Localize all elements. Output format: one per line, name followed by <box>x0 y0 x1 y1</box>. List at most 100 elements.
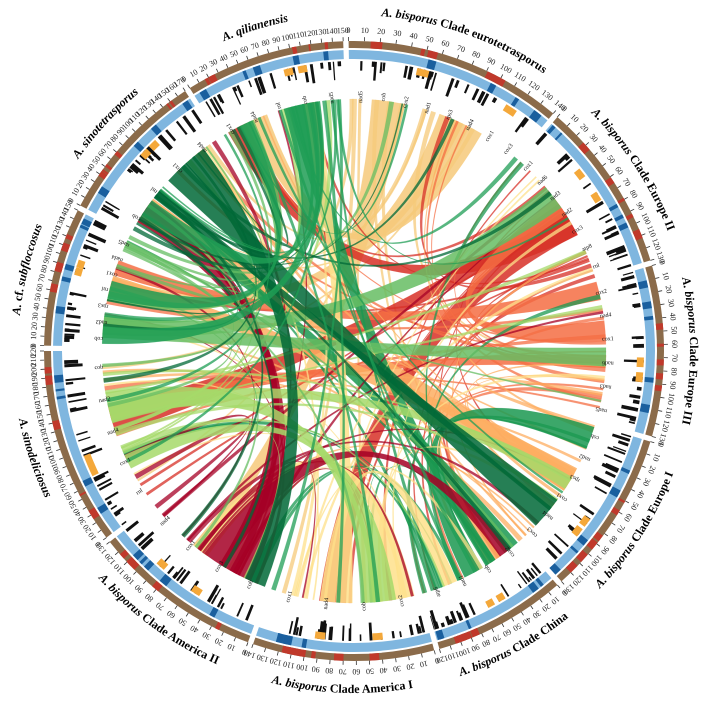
tick-label: 200 <box>29 364 39 377</box>
feature-band-segment <box>283 634 294 646</box>
gene-label: nad2 <box>98 396 111 404</box>
synteny-ribbon <box>271 99 343 591</box>
tick-label: 70 <box>154 600 166 612</box>
gene-bar <box>553 533 569 548</box>
tick-label: 100 <box>457 646 471 659</box>
tick-label: 120 <box>435 653 449 665</box>
gene-bar <box>245 604 254 621</box>
tick-label: 130 <box>656 432 668 446</box>
tick-mark <box>267 49 269 54</box>
tick-label: 50 <box>177 616 189 628</box>
tick-mark <box>69 216 74 220</box>
gene-bar <box>165 129 177 142</box>
tick-label: 90 <box>599 545 611 557</box>
gene-label: nad4 <box>600 312 612 320</box>
tick-mark <box>561 581 565 585</box>
tick-label: 90 <box>486 55 497 67</box>
gene-bar <box>292 67 298 81</box>
gene-label: nad2 <box>95 318 107 325</box>
feature-band <box>116 530 255 634</box>
outer-band-segment <box>617 497 626 504</box>
tick-mark <box>65 474 70 477</box>
tick-mark <box>660 303 665 305</box>
gene-bar-orange <box>590 191 602 204</box>
tick-label: 40 <box>597 143 609 155</box>
tick-label: 220 <box>29 345 38 357</box>
gene-label: cob <box>246 580 255 590</box>
tick-label: 100 <box>666 392 677 405</box>
gene-bar <box>430 72 437 91</box>
tick-mark <box>641 465 646 468</box>
outer-band-segment <box>127 558 140 570</box>
gene-bar-orange <box>314 631 326 640</box>
genome-europe3: 0102030405060708090100110120130cox2nad4c… <box>595 259 679 446</box>
tick-mark <box>74 208 78 211</box>
tick-label: 50 <box>90 154 102 166</box>
gene-bar <box>371 61 376 68</box>
gene-bar <box>175 120 188 136</box>
gene-bar <box>613 253 628 261</box>
gene-bar <box>525 568 536 580</box>
gene-bar <box>520 117 529 128</box>
synteny-ribbon <box>248 120 381 603</box>
gene-bar <box>368 622 373 641</box>
gene-bar <box>415 623 421 634</box>
tick-mark <box>53 440 58 443</box>
gene-bar-orange <box>571 524 583 537</box>
tick-label: 40 <box>379 665 388 675</box>
gene-label: rnl <box>135 488 144 497</box>
gene-bar <box>236 602 244 617</box>
gene-label: nad4 <box>323 598 330 610</box>
gene-bar <box>620 274 635 282</box>
tick-label: 80 <box>39 264 50 274</box>
gene-bar <box>516 570 528 585</box>
gene-bar <box>379 62 383 74</box>
tick-label: 0 <box>66 197 76 205</box>
outer-band-segment <box>215 621 222 631</box>
tick-mark <box>540 100 544 104</box>
tick-label: 10 <box>70 186 82 197</box>
tick-label: 20 <box>213 636 224 648</box>
gene-bar <box>545 547 558 560</box>
tick-label: 150 <box>337 26 349 35</box>
tick-mark <box>514 82 518 87</box>
gene-bar <box>610 230 619 237</box>
gene-bar <box>463 84 470 94</box>
gene-bar <box>205 101 216 118</box>
outer-band-segment <box>578 142 590 155</box>
tick-label: 100 <box>47 454 60 468</box>
tick-label: 60 <box>440 38 450 49</box>
feature-band-segment <box>546 124 556 135</box>
outer-band-segment <box>463 631 471 641</box>
tick-mark <box>276 651 279 656</box>
tick-mark <box>646 453 651 456</box>
gene-label: cox1 <box>226 122 237 135</box>
tick-label: 0 <box>657 259 667 265</box>
tick-mark <box>87 514 92 518</box>
tick-mark <box>557 584 561 589</box>
outer-band-segment <box>204 77 212 86</box>
tick-mark <box>449 645 452 650</box>
gene-label: nad5 <box>329 92 336 104</box>
tick-label: 10 <box>569 112 581 124</box>
outer-band-segment <box>654 384 663 388</box>
tick-label: 130 <box>256 652 270 664</box>
gene-bar <box>582 182 592 190</box>
synteny-ribbon <box>239 104 409 234</box>
outer-band-segment <box>495 76 506 87</box>
feature-band-segment <box>150 124 162 136</box>
gene-bar <box>93 219 107 229</box>
tick-label: 10 <box>188 67 199 79</box>
tick-mark <box>59 457 64 460</box>
tick-label: 90 <box>668 381 678 390</box>
synteny-links <box>101 98 607 604</box>
gene-bar <box>531 562 542 574</box>
gene-bar <box>445 615 452 626</box>
tick-label: 90 <box>271 35 281 46</box>
gene-label: nad3 <box>600 382 612 390</box>
gene-bar <box>82 245 89 250</box>
tick-mark <box>570 572 574 576</box>
gene-bar <box>172 571 179 579</box>
gene-bar <box>327 61 332 71</box>
tick-mark <box>658 290 663 292</box>
